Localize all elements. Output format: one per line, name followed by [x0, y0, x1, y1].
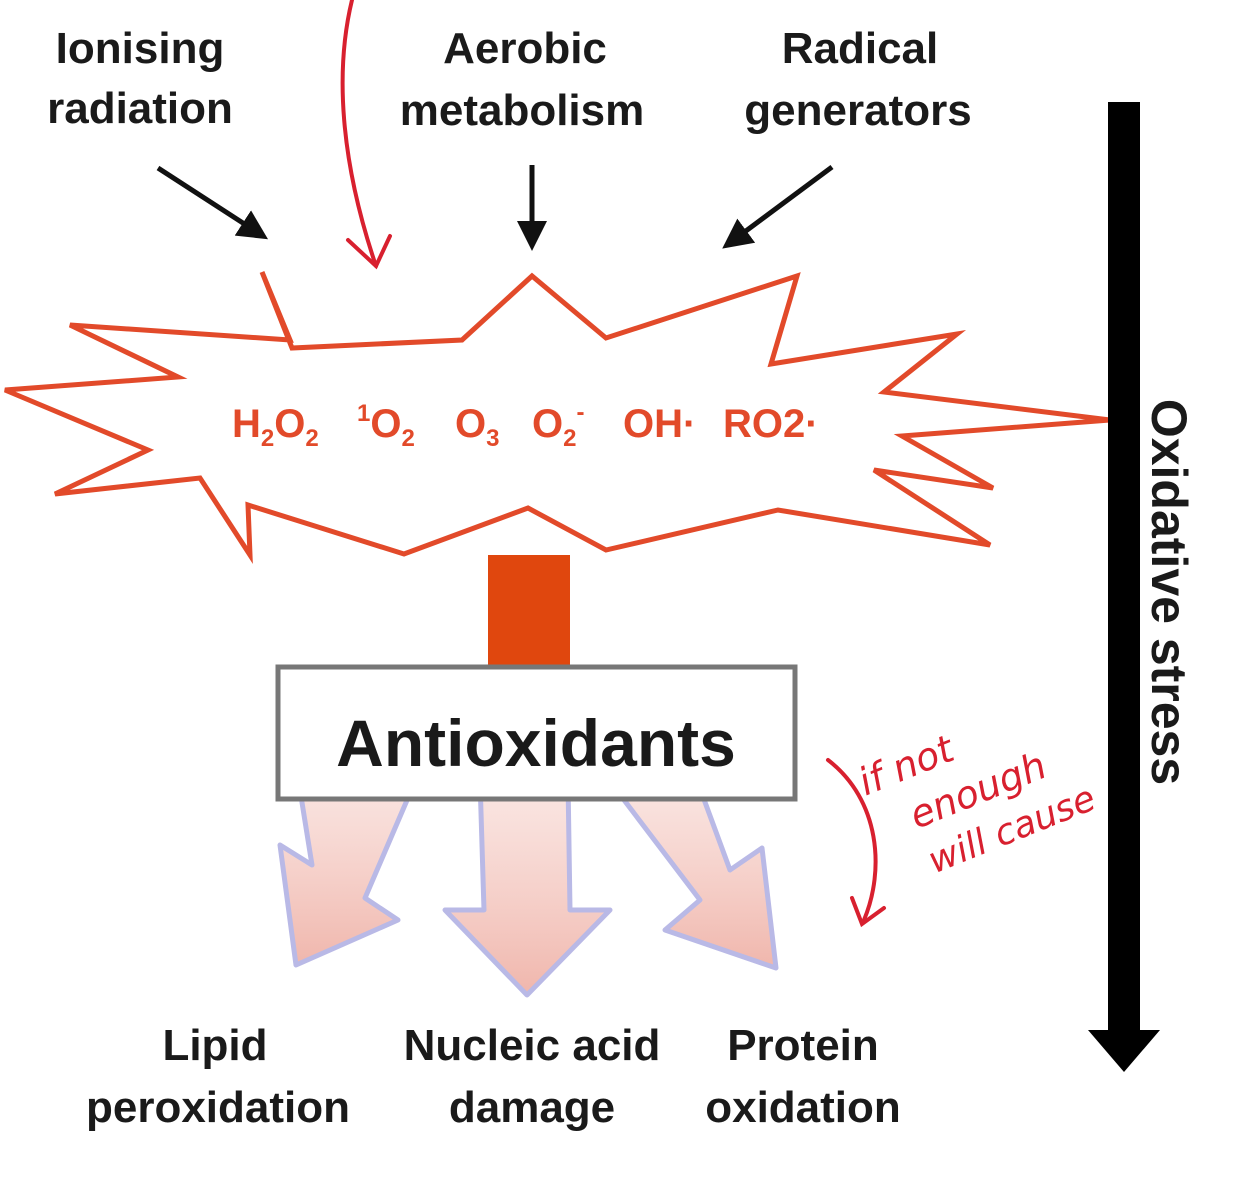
damage-arrows	[277, 767, 779, 998]
oxidative-stress-axis: Oxidative stress	[1088, 102, 1197, 1072]
source-radical-line1: Radical	[782, 24, 939, 73]
source-aerobic-metabolism: Aerobic metabolism	[400, 24, 645, 135]
outcome-nucleic-line1: Nucleic acid	[404, 1021, 661, 1070]
ros-h2o2: H2O2	[232, 402, 319, 452]
handwritten-note: if not enough will cause	[826, 726, 1101, 928]
source-aerobic-line1: Aerobic	[443, 24, 607, 73]
ros-species: H2O2 1O2 O3 O2- OH· RO2·	[232, 399, 819, 452]
outcome-nucleic-acid-damage: Nucleic acid damage	[404, 1021, 661, 1132]
axis-arrowhead	[1088, 1030, 1160, 1072]
note-curved-arrow	[826, 758, 878, 922]
axis-label: Oxidative stress	[1141, 399, 1197, 785]
outcome-protein-oxidation: Protein oxidation	[705, 1021, 901, 1132]
arrow-radical	[722, 164, 834, 249]
outcome-protein-line2: oxidation	[705, 1083, 901, 1132]
handwritten-top-arrow	[340, 0, 392, 270]
antioxidants-box	[275, 664, 798, 802]
arrow-to-lipid	[277, 767, 423, 968]
axis-shaft	[1108, 102, 1140, 1042]
input-arrows	[156, 164, 834, 251]
ros-hydroxyl: OH·	[623, 402, 696, 446]
outcome-lipid-line2: peroxidation	[86, 1083, 350, 1132]
source-ionising-line2: radiation	[47, 84, 233, 133]
pressure-bar	[488, 555, 570, 667]
arrow-to-protein	[602, 772, 779, 971]
ros-peroxyl: RO2·	[723, 402, 819, 446]
ros-singlet-oxygen: 1O2	[357, 400, 415, 452]
outcome-protein-line1: Protein	[727, 1021, 879, 1070]
source-ionising-radiation: Ionising radiation	[47, 24, 233, 133]
ros-starburst	[4, 271, 1111, 564]
arrow-ionising	[156, 165, 269, 240]
source-radical-line2: generators	[744, 86, 971, 135]
outcome-nucleic-line2: damage	[449, 1083, 615, 1132]
arrow-to-nucleic	[442, 777, 613, 998]
antioxidants-label: Antioxidants	[336, 706, 736, 780]
outcome-lipid-peroxidation: Lipid peroxidation	[86, 1021, 350, 1132]
source-ionising-line1: Ionising	[56, 24, 225, 73]
source-aerobic-line2: metabolism	[400, 86, 645, 135]
source-radical-generators: Radical generators	[744, 24, 971, 135]
outcome-lipid-line1: Lipid	[162, 1021, 267, 1070]
ros-superoxide: O2-	[532, 399, 584, 452]
